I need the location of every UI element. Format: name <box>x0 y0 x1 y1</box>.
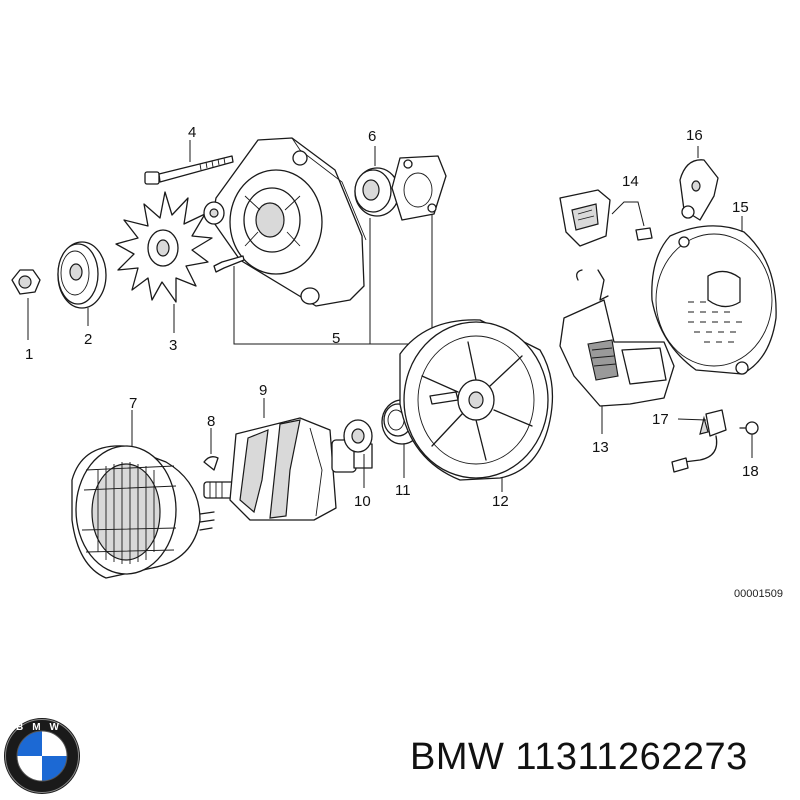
part-cover-plate <box>391 155 447 221</box>
callout-7: 7 <box>129 395 137 412</box>
callout-8: 8 <box>207 413 215 430</box>
callout-1: 1 <box>25 346 33 363</box>
callout-6: 6 <box>368 128 376 145</box>
diagram-id: 00001509 <box>734 588 783 600</box>
part-stator <box>71 410 215 579</box>
callout-18: 18 <box>742 463 759 480</box>
callout-10: 10 <box>354 493 371 510</box>
part-nut <box>11 269 41 340</box>
part-slip-ring-housing <box>399 319 554 492</box>
callout-13: 13 <box>592 439 609 456</box>
callout-15: 15 <box>732 199 749 216</box>
part-number-label: BMW 11311262273 <box>410 736 748 778</box>
part-terminal-cover <box>679 146 719 221</box>
callout-14: 14 <box>622 173 639 190</box>
callout-4: 4 <box>188 124 196 141</box>
callout-16: 16 <box>686 127 703 144</box>
callout-11: 11 <box>395 482 411 499</box>
callout-3: 3 <box>169 337 177 354</box>
bmw-logo-letters: BMW <box>16 722 68 733</box>
part-screw <box>739 421 759 458</box>
part-fan <box>115 191 213 333</box>
part-rotor <box>203 398 373 521</box>
part-capacitor <box>671 409 727 473</box>
part-regulator <box>559 269 675 434</box>
part-bearing-front <box>354 146 400 217</box>
part-drive-end-housing <box>203 137 433 345</box>
callout-17: 17 <box>652 411 669 428</box>
callout-2: 2 <box>84 331 92 348</box>
callout-9: 9 <box>259 382 267 399</box>
callout-5: 5 <box>332 330 340 347</box>
part-rear-cover <box>651 216 777 375</box>
part-key <box>203 428 219 471</box>
part-pulley <box>57 241 107 326</box>
part-bolt-long <box>144 140 234 185</box>
part-brush-block <box>559 189 653 247</box>
part-bearing-rear <box>343 419 373 488</box>
callout-12: 12 <box>492 493 509 510</box>
bmw-logo: BMW <box>4 718 80 794</box>
